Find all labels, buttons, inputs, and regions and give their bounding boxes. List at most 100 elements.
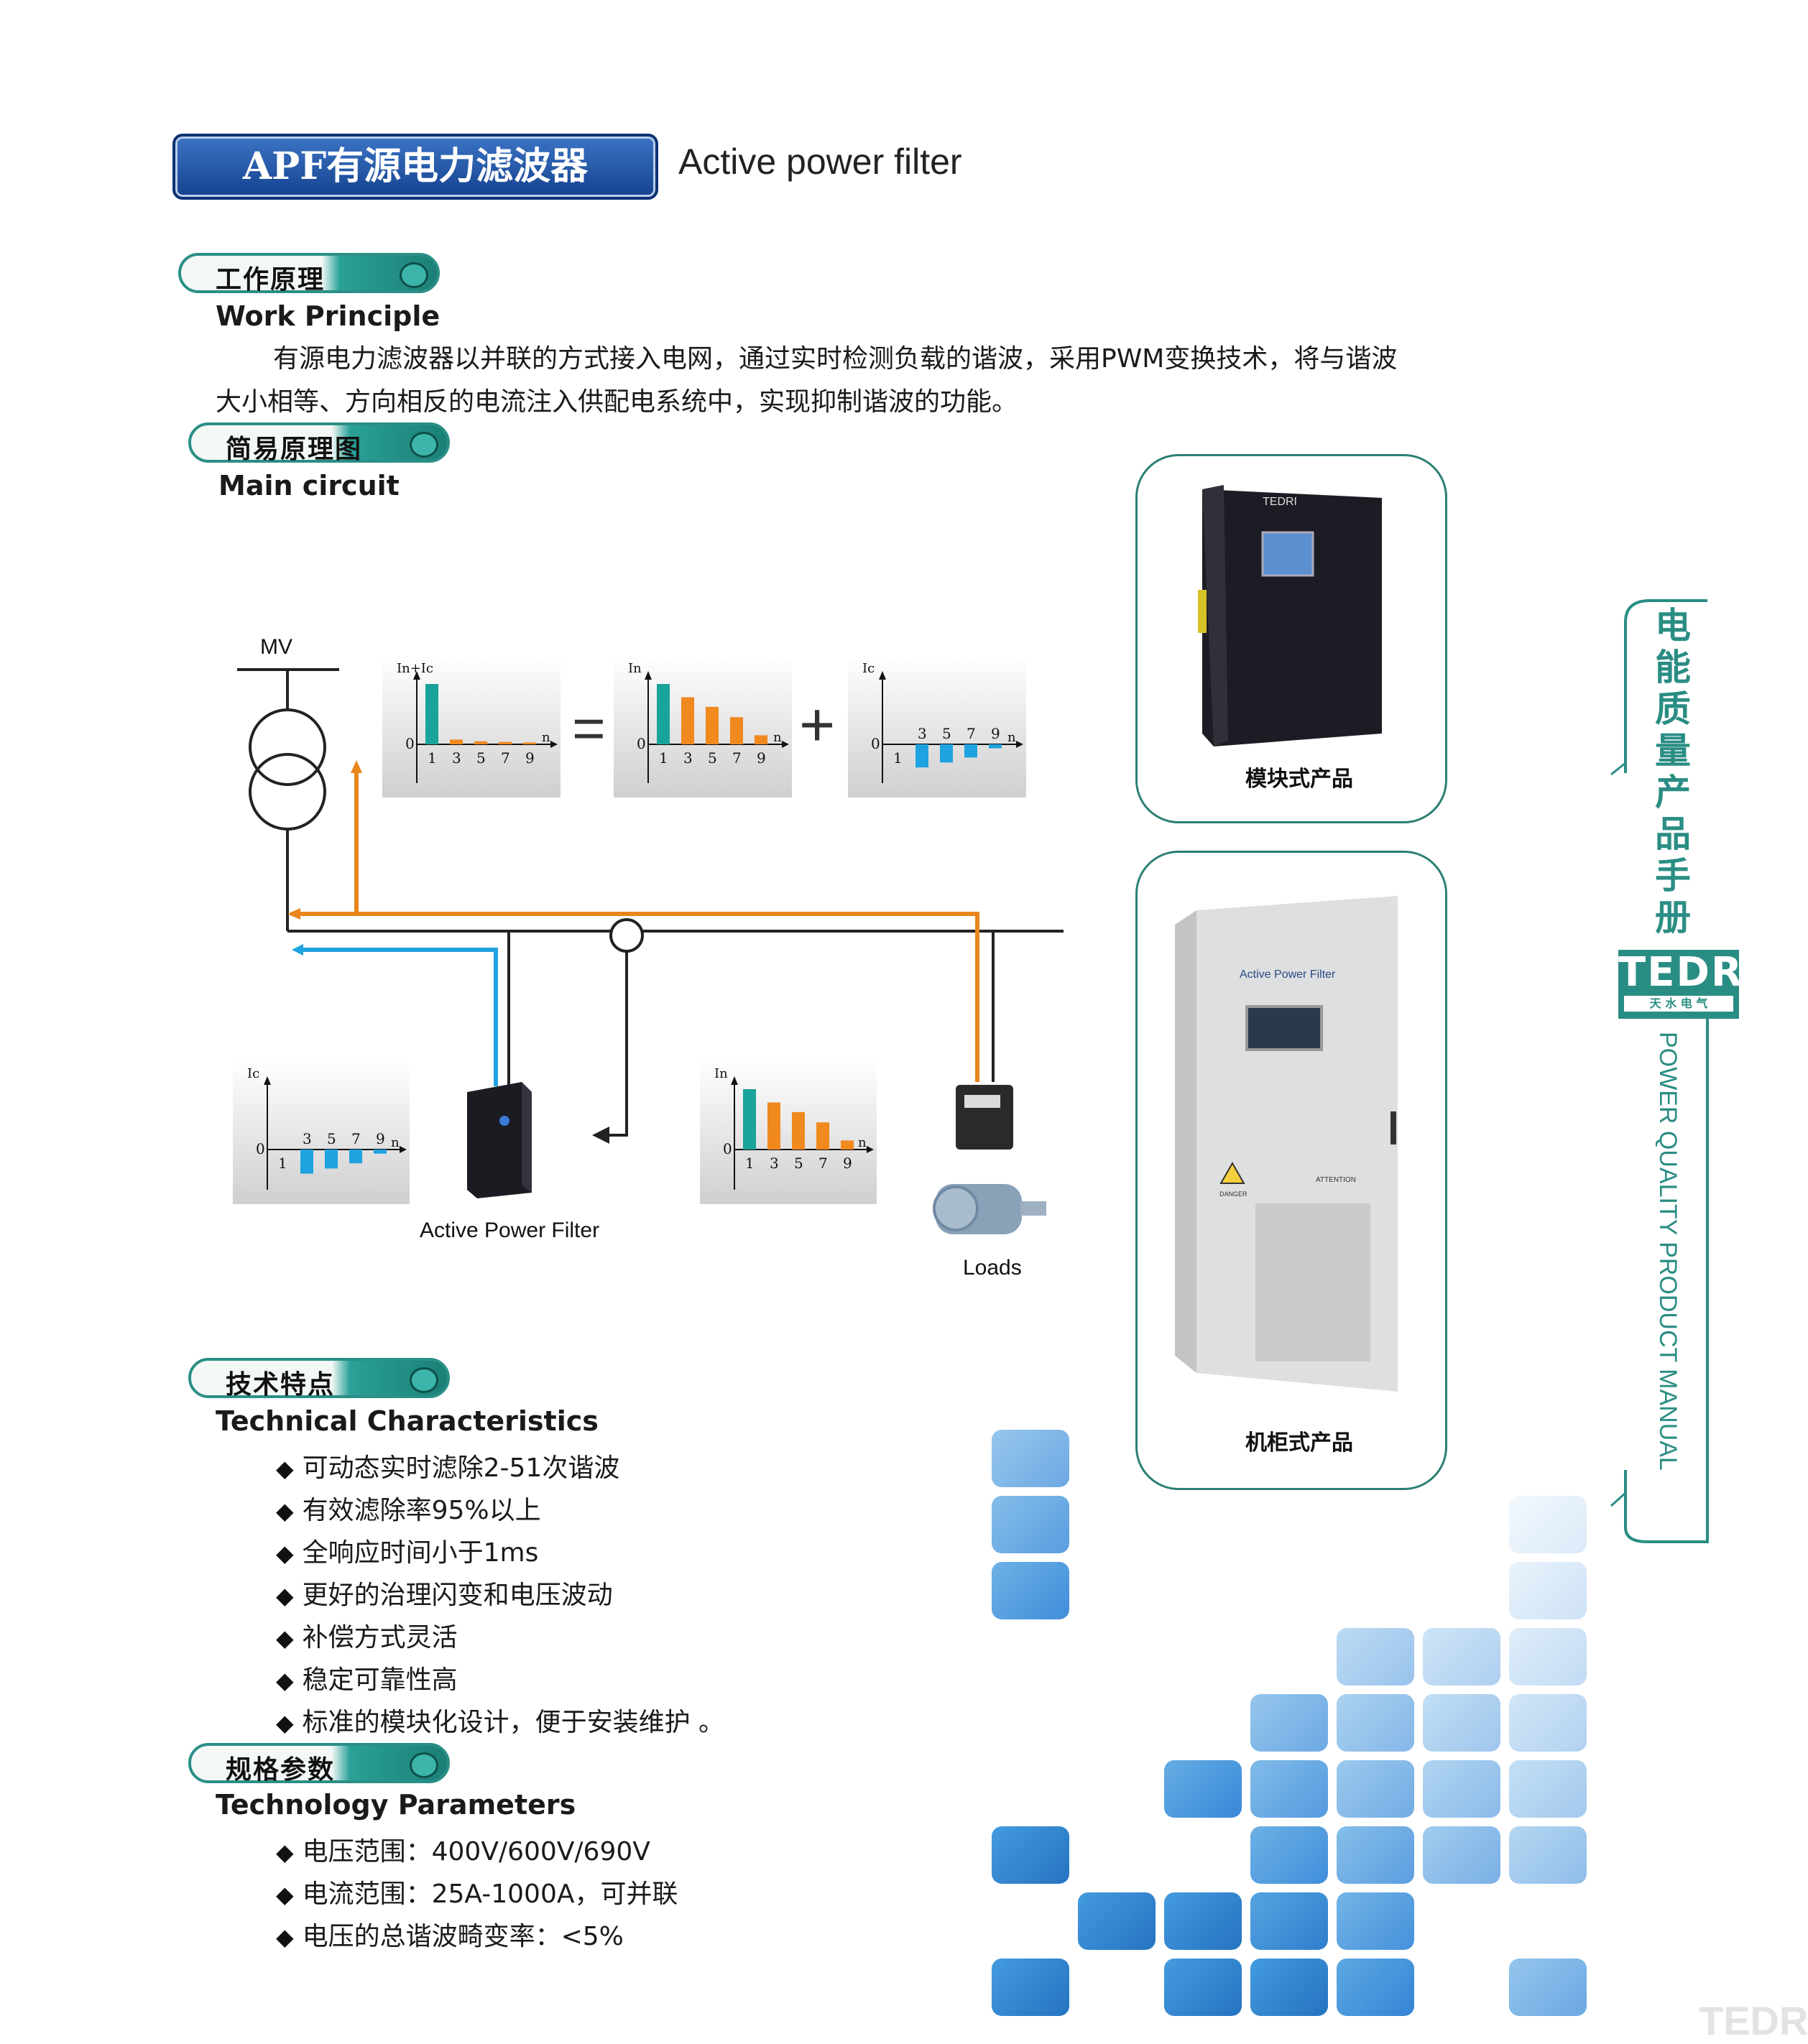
bullet-diamond-icon: ◆ xyxy=(276,1455,294,1482)
current-sensor-icon xyxy=(609,918,644,953)
chart-n-label: n xyxy=(773,730,782,745)
equals-sign: = xyxy=(572,696,606,760)
x-axis-arrow xyxy=(400,1146,407,1153)
cabinet-product-image: Active Power Filter ATTENTION DANGER xyxy=(1175,896,1398,1392)
spectrum-bar xyxy=(523,742,536,744)
decorative-tile xyxy=(1509,1694,1587,1752)
work-principle-line-1: 有源电力滤波器以并联的方式接入电网，通过实时检测负载的谐波，采用PWM变换技术，… xyxy=(273,344,1398,374)
chart-zero-label: 0 xyxy=(723,1140,732,1157)
side-title-en: POWER QUALITY PRODUCT MANUAL xyxy=(1656,1032,1682,1471)
decorative-tile xyxy=(1509,1628,1587,1685)
feature-text: 更好的治理闪变和电压波动 xyxy=(302,1581,613,1610)
decorative-tile xyxy=(1164,1760,1242,1818)
chart-n-label: n xyxy=(542,730,550,745)
tick-label: 5 xyxy=(942,725,951,742)
side-title-char: 品 xyxy=(1655,813,1691,855)
y-axis-arrow xyxy=(645,671,652,680)
feature-item: ◆标准的模块化设计，便于安装维护 。 xyxy=(276,1701,724,1739)
decorative-tile xyxy=(1250,1694,1328,1752)
work-principle-line-2: 大小相等、方向相反的电流注入供配电系统中，实现抑制谐波的功能。 xyxy=(216,387,1018,417)
tick-label: 1 xyxy=(745,1155,755,1172)
bullet-diamond-icon: ◆ xyxy=(276,1582,294,1609)
tick-label: 1 xyxy=(893,749,903,767)
decorative-tile xyxy=(1509,1959,1587,2016)
decorative-tile xyxy=(1509,1826,1587,1884)
y-axis-arrow xyxy=(264,1076,271,1085)
tick-label: 7 xyxy=(732,749,742,767)
circuit-diagram xyxy=(237,668,1064,1144)
chart-label: In xyxy=(628,661,642,676)
spectrum-bar xyxy=(964,744,977,758)
decorative-tile xyxy=(1250,1826,1328,1884)
decorative-tile xyxy=(1250,1760,1328,1818)
svg-text:DANGER: DANGER xyxy=(1219,1190,1247,1198)
spectrum-bar xyxy=(450,739,463,744)
tick-label: 7 xyxy=(501,749,510,767)
blue-current-path xyxy=(302,948,498,1086)
page-title-english: Active power filter xyxy=(678,142,962,182)
spectrum-bar xyxy=(349,1150,362,1164)
decorative-tile xyxy=(1164,1892,1242,1950)
tick-label: 1 xyxy=(659,749,668,767)
tick-label: 9 xyxy=(991,725,1000,742)
y-axis-arrow xyxy=(413,671,420,680)
transformer-upper-coil xyxy=(249,708,326,786)
feature-item: ◆可动态实时滤除2-51次谐波 xyxy=(276,1447,619,1484)
spectrum-bar xyxy=(325,1150,338,1169)
pill-dot-icon xyxy=(410,1752,438,1778)
section-title-zh: 工作原理 xyxy=(216,264,326,295)
svg-text:POWER QUALITY PRODUCT MANUAL: POWER QUALITY PRODUCT MANUAL xyxy=(1656,1032,1682,1471)
bullet-diamond-icon: ◆ xyxy=(276,1624,294,1652)
side-title-char: 量 xyxy=(1655,729,1691,772)
decorative-tile xyxy=(992,1826,1069,1884)
feature-item: ◆稳定可靠性高 xyxy=(276,1659,458,1696)
chart-zero-label: 0 xyxy=(256,1140,265,1157)
side-title-char: 质 xyxy=(1655,688,1691,730)
spectrum-bar xyxy=(499,741,512,744)
bullet-diamond-icon: ◆ xyxy=(276,1839,294,1866)
bullet-diamond-icon: ◆ xyxy=(276,1540,294,1567)
section-title-zh: 简易原理图 xyxy=(226,434,363,464)
decorative-tile xyxy=(1423,1694,1500,1752)
feature-item: ◆有效滤除率95%以上 xyxy=(276,1489,541,1527)
decorative-tile xyxy=(1250,1892,1328,1950)
tick-label: 9 xyxy=(376,1130,385,1147)
x-axis-arrow xyxy=(1016,741,1023,748)
modular-product-caption: 模块式产品 xyxy=(1245,767,1353,792)
side-title-char: 手 xyxy=(1655,854,1691,897)
pill-dot-icon xyxy=(400,262,428,288)
side-logo-subtext: 天 水 电 气 xyxy=(1624,996,1733,1012)
orange-current-path xyxy=(359,912,979,1082)
feature-text: 有效滤除率95%以上 xyxy=(302,1496,541,1525)
spectrum-bar xyxy=(767,1102,780,1150)
decorative-tile xyxy=(1509,1760,1587,1818)
feature-text: 全响应时间小于1ms xyxy=(302,1538,539,1568)
spectrum-bar xyxy=(792,1111,805,1150)
spectrum-bar xyxy=(743,1089,756,1150)
side-title-char: 能 xyxy=(1655,646,1691,688)
x-axis-arrow xyxy=(550,741,558,748)
side-title-char: 电 xyxy=(1655,604,1691,647)
tick-label: 5 xyxy=(476,749,486,767)
decorative-tile xyxy=(1337,1892,1414,1950)
side-banner-frame xyxy=(1610,599,1709,1543)
section-title-zh: 技术特点 xyxy=(226,1369,336,1400)
bullet-diamond-icon: ◆ xyxy=(276,1881,294,1908)
decorative-tile xyxy=(1337,1628,1414,1685)
spectrum-bar xyxy=(300,1150,313,1174)
tick-label: 5 xyxy=(708,749,717,767)
svg-text:Active Power Filter: Active Power Filter xyxy=(1240,968,1336,981)
decorative-tile xyxy=(992,1562,1069,1619)
side-title-zh: 电能质量产品手册 xyxy=(1653,605,1693,938)
loads-icon xyxy=(933,1085,1046,1234)
modular-product-image: TEDRI xyxy=(1198,485,1382,746)
decorative-tile xyxy=(992,1496,1069,1553)
decorative-tile xyxy=(1337,1826,1414,1884)
parameter-text: 电压的总谐波畸变率：<5% xyxy=(302,1922,624,1951)
side-logo-text: TEDRI xyxy=(1618,949,1760,996)
tick-label: 9 xyxy=(525,749,535,767)
svg-text:TEDRI: TEDRI xyxy=(1263,496,1297,508)
